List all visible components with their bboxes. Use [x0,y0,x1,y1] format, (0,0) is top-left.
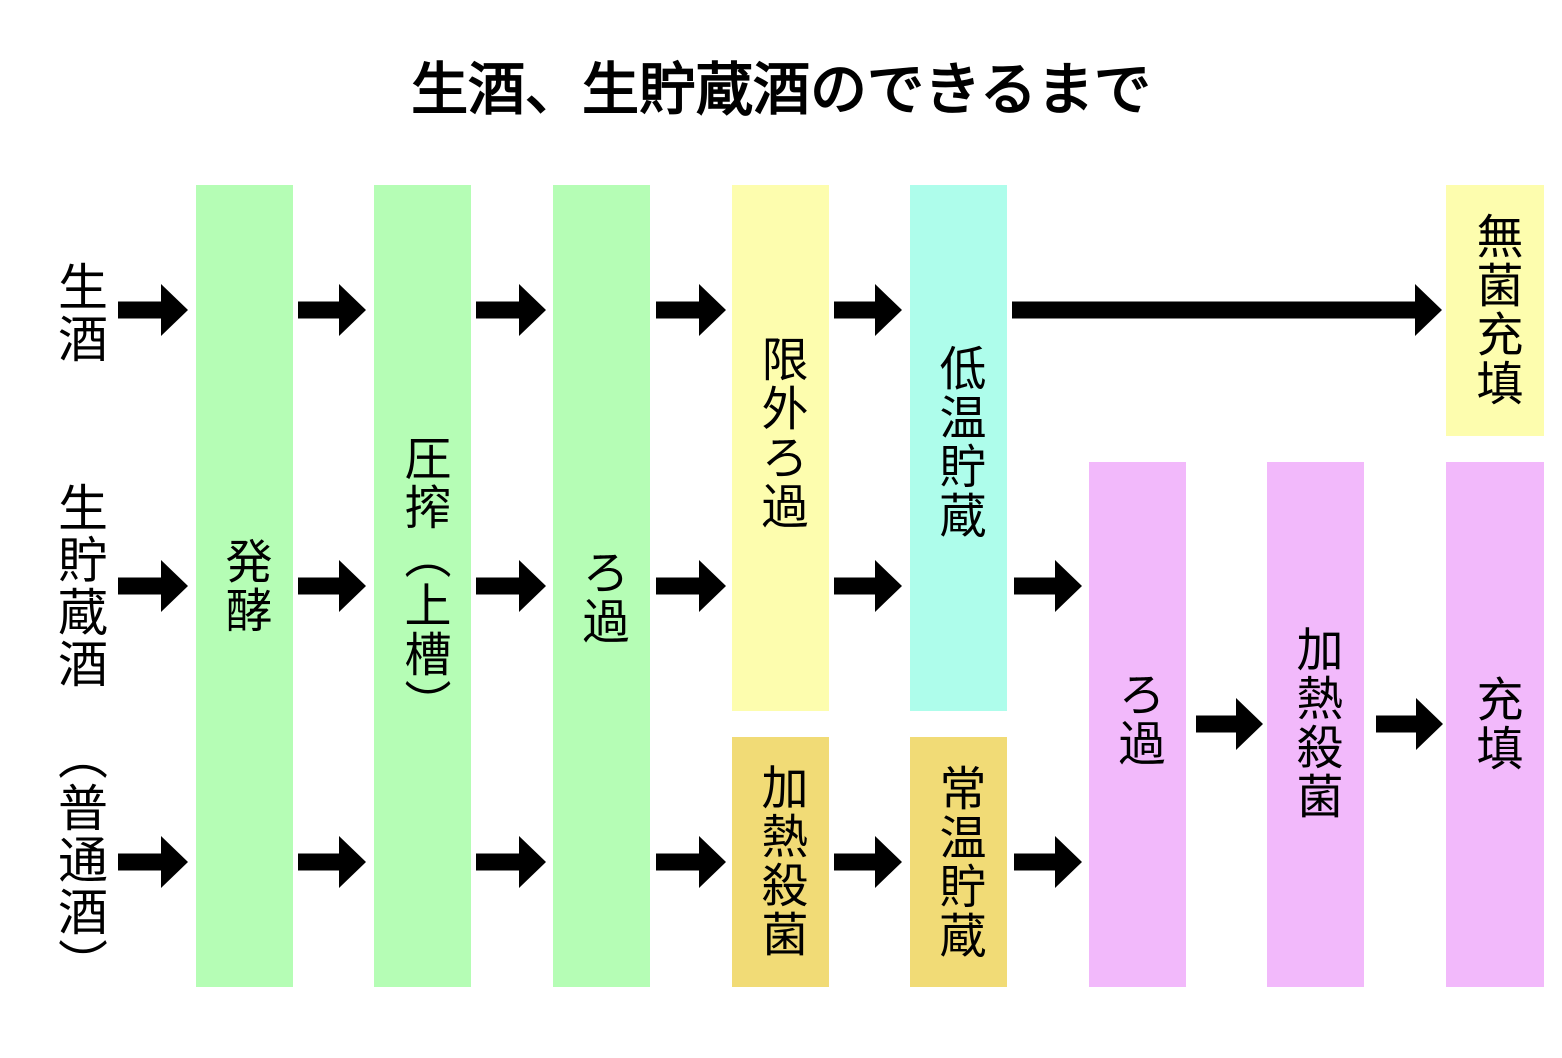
flow-arrow-r2-2 [476,560,546,612]
flow-arrow-r3-5 [1014,836,1082,888]
stage-label-ambient-storage: 常温貯蔵 [930,764,986,960]
flow-arrow-r1-1 [298,284,366,336]
row-label-futsushu: （普通酒） [50,730,108,990]
flow-arrow-r3-4 [834,836,902,888]
flow-arrow-r1-start [118,284,188,336]
stage-label-aseptic-filling: 無菌充填 [1467,212,1523,408]
flow-arrow-r1-2 [476,284,546,336]
stage-bar-aseptic-filling [1446,185,1544,436]
stage-bar-ambient-storage [910,737,1007,987]
diagram-title: 生酒、生貯蔵酒のできるまで [411,57,1151,123]
stage-bar-final-filtration [1089,462,1186,987]
stage-bar-final-heat-sterilization [1267,462,1364,987]
flow-arrow-r3-1 [298,836,366,888]
flow-arrow-r2-3 [656,560,726,612]
flow-arrow-r1-3 [656,284,726,336]
stage-label-cold-storage: 低温貯蔵 [930,344,986,540]
row-label-namachozoshu: 生貯蔵酒 [50,482,108,690]
stage-label-pressing: 圧搾（上槽） [395,434,451,728]
stage-bar-heat-sterilization [732,737,829,987]
row-label-namazake: 生酒 [50,261,108,365]
flow-arrow-r3-2 [476,836,546,888]
stage-label-final-heat-sterilization: 加熱殺菌 [1287,625,1343,821]
flow-arrow-r2-4 [834,560,902,612]
flow-arrow-r1-long-to-aseptic-filling [1012,284,1442,336]
flow-arrow-final-2 [1376,698,1443,750]
stage-bar-cold-storage [910,185,1007,711]
flow-arrow-r1-4 [834,284,902,336]
stage-label-fermentation: 発酵 [216,537,272,635]
stage-label-filling: 充填 [1467,675,1523,773]
stage-bar-filtration [553,185,650,987]
stage-bar-fermentation [196,185,293,987]
stage-label-filtration: ろ過 [573,548,629,646]
flow-arrow-r2-5 [1014,560,1082,612]
stage-bar-pressing [374,185,471,987]
stage-bar-ultrafiltration [732,185,829,711]
flow-arrow-r3-start [118,836,188,888]
stage-label-heat-sterilization: 加熱殺菌 [752,763,808,959]
stage-label-ultrafiltration: 限外ろ過 [752,335,808,531]
flow-arrow-r2-1 [298,560,366,612]
flow-arrow-r3-3 [656,836,726,888]
stage-bar-filling [1446,462,1544,987]
flow-arrow-r2-start [118,560,188,612]
stage-label-final-filtration: ろ過 [1109,670,1165,768]
flow-arrow-final-1 [1196,698,1263,750]
